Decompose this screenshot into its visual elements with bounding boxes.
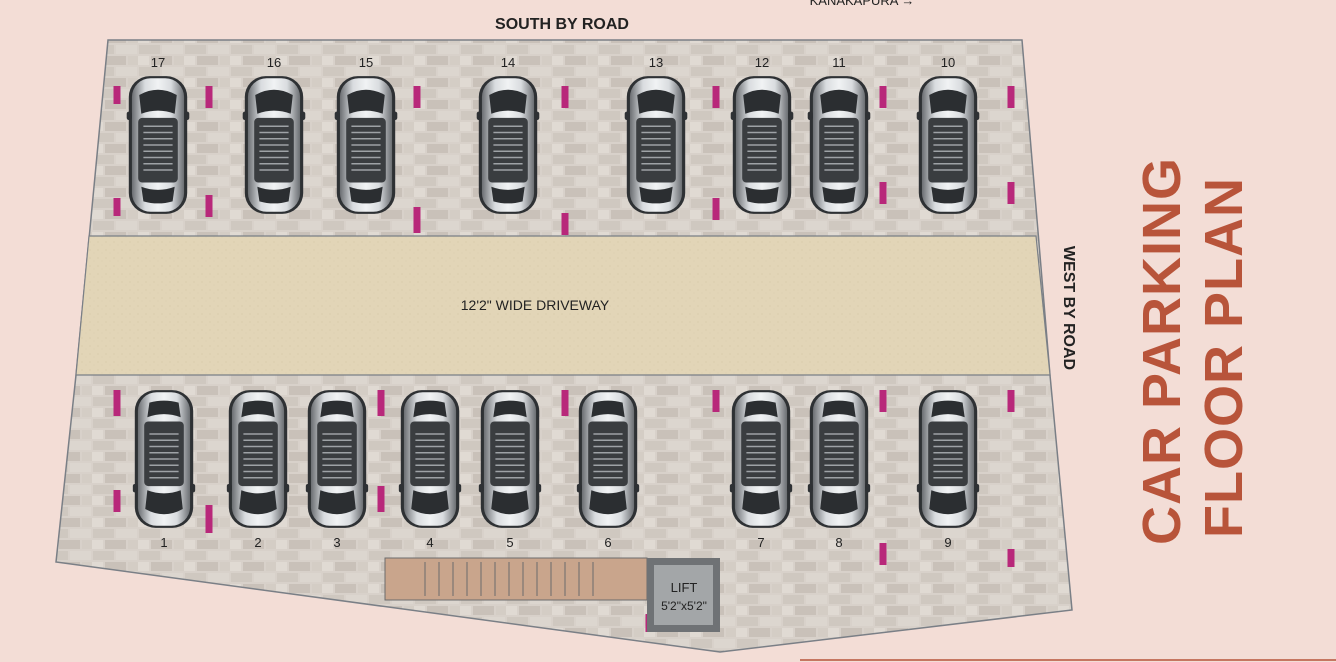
pillar <box>205 86 213 108</box>
pillar <box>1007 86 1015 108</box>
car-15 <box>333 75 399 215</box>
pillar <box>561 86 569 108</box>
car-10 <box>915 75 981 215</box>
slot-number-5: 5 <box>506 535 513 550</box>
pillar <box>712 390 720 412</box>
pillar <box>1007 549 1015 567</box>
slot-number-3: 3 <box>333 535 340 550</box>
car-7 <box>730 390 793 528</box>
pillar <box>413 207 421 233</box>
slot-number-12: 12 <box>755 55 769 70</box>
lift-label: LIFT <box>671 580 698 595</box>
pillar <box>377 486 385 512</box>
car-2 <box>227 390 290 528</box>
top-row-cars: 17 16 15 14 13 12 11 10 <box>125 55 981 215</box>
car-13 <box>623 75 689 215</box>
staircase <box>384 557 648 601</box>
car-16 <box>241 75 307 215</box>
slot-number-9: 9 <box>944 535 951 550</box>
car-11 <box>806 75 872 215</box>
pillar <box>113 86 121 104</box>
slot-number-15: 15 <box>359 55 373 70</box>
west-road-label: WEST BY ROAD <box>1060 246 1077 370</box>
title-line-1: CAR PARKING <box>1132 157 1192 545</box>
pillar <box>377 390 385 416</box>
pillar <box>1007 390 1015 412</box>
title-line-2: FLOOR PLAN <box>1194 177 1254 538</box>
pillar <box>205 505 213 533</box>
car-5 <box>479 390 542 528</box>
car-17 <box>125 75 191 215</box>
car-1 <box>133 390 196 528</box>
slot-number-11: 11 <box>832 55 846 70</box>
pillar <box>712 198 720 220</box>
slot-number-6: 6 <box>604 535 611 550</box>
slot-number-7: 7 <box>757 535 764 550</box>
pillar <box>879 543 887 565</box>
lift: LIFT 5'2"x5'2" <box>647 558 720 632</box>
pillar <box>113 490 121 512</box>
pillar <box>879 182 887 204</box>
pillar <box>712 86 720 108</box>
slot-number-16: 16 <box>267 55 281 70</box>
car-12 <box>729 75 795 215</box>
pillar <box>879 390 887 412</box>
driveway-label: 12'2" WIDE DRIVEWAY <box>461 297 610 313</box>
pillar <box>413 86 421 108</box>
car-14 <box>475 75 541 215</box>
car-9 <box>917 390 980 528</box>
lift-size: 5'2"x5'2" <box>661 599 707 613</box>
slot-number-8: 8 <box>835 535 842 550</box>
top-clipped-label: KANAKAPURA → <box>810 0 915 8</box>
car-8 <box>808 390 871 528</box>
pillar <box>561 213 569 235</box>
pillar <box>113 198 121 216</box>
slot-number-2: 2 <box>254 535 261 550</box>
slot-number-1: 1 <box>160 535 167 550</box>
driveway <box>75 235 1051 376</box>
slot-number-14: 14 <box>501 55 515 70</box>
pillar <box>1007 182 1015 204</box>
pillar <box>561 390 569 416</box>
car-6 <box>577 390 640 528</box>
car-3 <box>306 390 369 528</box>
pillar <box>205 195 213 217</box>
pillar <box>113 390 121 416</box>
slot-number-10: 10 <box>941 55 955 70</box>
pillar <box>879 86 887 108</box>
bottom-row-cars: 1 2 3 4 5 6 7 8 9 <box>133 390 980 550</box>
south-road-label: SOUTH BY ROAD <box>495 16 629 33</box>
slot-number-17: 17 <box>151 55 165 70</box>
slot-number-13: 13 <box>649 55 663 70</box>
slot-number-4: 4 <box>426 535 433 550</box>
car-4 <box>399 390 462 528</box>
